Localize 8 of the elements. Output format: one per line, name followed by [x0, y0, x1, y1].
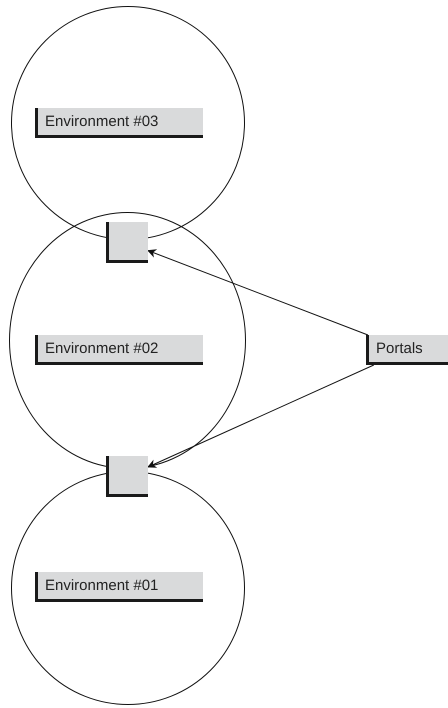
- arrow: [147, 364, 374, 468]
- label-box: Environment #01: [35, 572, 203, 602]
- label-box: Environment #02: [35, 335, 203, 365]
- portal-square: [106, 456, 148, 497]
- environment-circle: [11, 471, 245, 705]
- label-box: Environment #03: [35, 108, 203, 138]
- arrow: [147, 249, 368, 336]
- label-box: Portals: [366, 335, 448, 365]
